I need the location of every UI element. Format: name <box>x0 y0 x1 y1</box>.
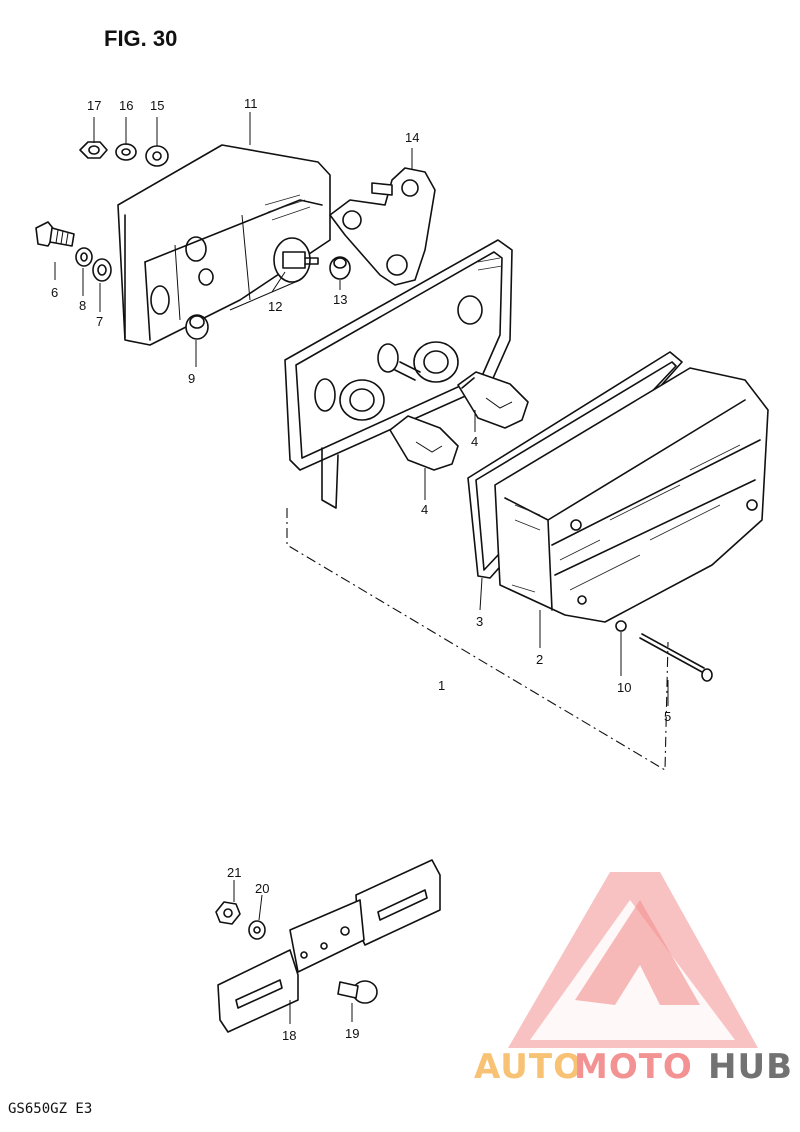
callout-7: 6 <box>51 285 58 300</box>
callout-14: 14 <box>405 130 419 145</box>
callout-19: 19 <box>345 1026 359 1041</box>
callout-6: 10 <box>617 680 631 695</box>
part-18-plate-bracket <box>217 859 441 1033</box>
callout-13: 13 <box>333 292 347 307</box>
watermark-word-moto: MOTO <box>574 1047 693 1087</box>
callout-17: 17 <box>87 98 101 113</box>
callout-4-lower: 4 <box>421 502 428 517</box>
part-8-washer <box>92 258 112 282</box>
callout-10: 9 <box>188 371 195 386</box>
callout-11: 11 <box>244 96 258 111</box>
callout-9: 8 <box>79 298 86 313</box>
callout-16: 16 <box>119 98 133 113</box>
watermark-word-hub: HUB <box>708 1047 793 1087</box>
model-label: GS650GZ E3 <box>8 1101 92 1117</box>
part-14-bracket <box>329 167 436 286</box>
watermark-logo: AUTO MOTO HUB <box>474 872 793 1087</box>
part-2-lens <box>494 367 769 623</box>
part-4-bulb-upper <box>457 371 529 429</box>
part-6-washer <box>615 620 627 632</box>
part-1-assembly-bracket <box>286 508 669 771</box>
figure-title: FIG. 30 <box>104 26 177 51</box>
part-19-screw <box>337 980 378 1004</box>
part-9-washer <box>75 247 93 267</box>
callout-1: 1 <box>438 678 445 693</box>
callout-15: 15 <box>150 98 164 113</box>
part-5-screw <box>639 633 713 682</box>
part-base-plate <box>284 239 513 509</box>
callout-21: 21 <box>227 865 241 880</box>
callout-8: 7 <box>96 314 103 329</box>
part-12-socket <box>273 237 319 283</box>
callouts: 17 16 15 11 14 6 8 7 9 12 13 4 4 3 2 1 1… <box>51 96 671 1043</box>
part-17-nut <box>79 141 108 159</box>
callout-5: 5 <box>664 709 671 724</box>
callout-2: 2 <box>536 652 543 667</box>
callout-12: 12 <box>268 299 282 314</box>
part-13-collar <box>329 256 351 280</box>
part-16-lock-washer <box>115 143 137 161</box>
part-11-housing <box>117 144 331 346</box>
part-21-nut <box>215 901 241 925</box>
part-7-bolt <box>35 221 75 247</box>
part-15-washer <box>145 145 169 167</box>
watermark-word-auto: AUTO <box>474 1047 583 1087</box>
part-4-bulb-lower <box>389 415 459 471</box>
callout-4-upper: 4 <box>471 434 478 449</box>
callout-3: 3 <box>476 614 483 629</box>
part-10-spacer <box>185 314 209 340</box>
callout-20: 20 <box>255 881 269 896</box>
callout-18: 18 <box>282 1028 296 1043</box>
part-20-washer <box>248 920 266 940</box>
